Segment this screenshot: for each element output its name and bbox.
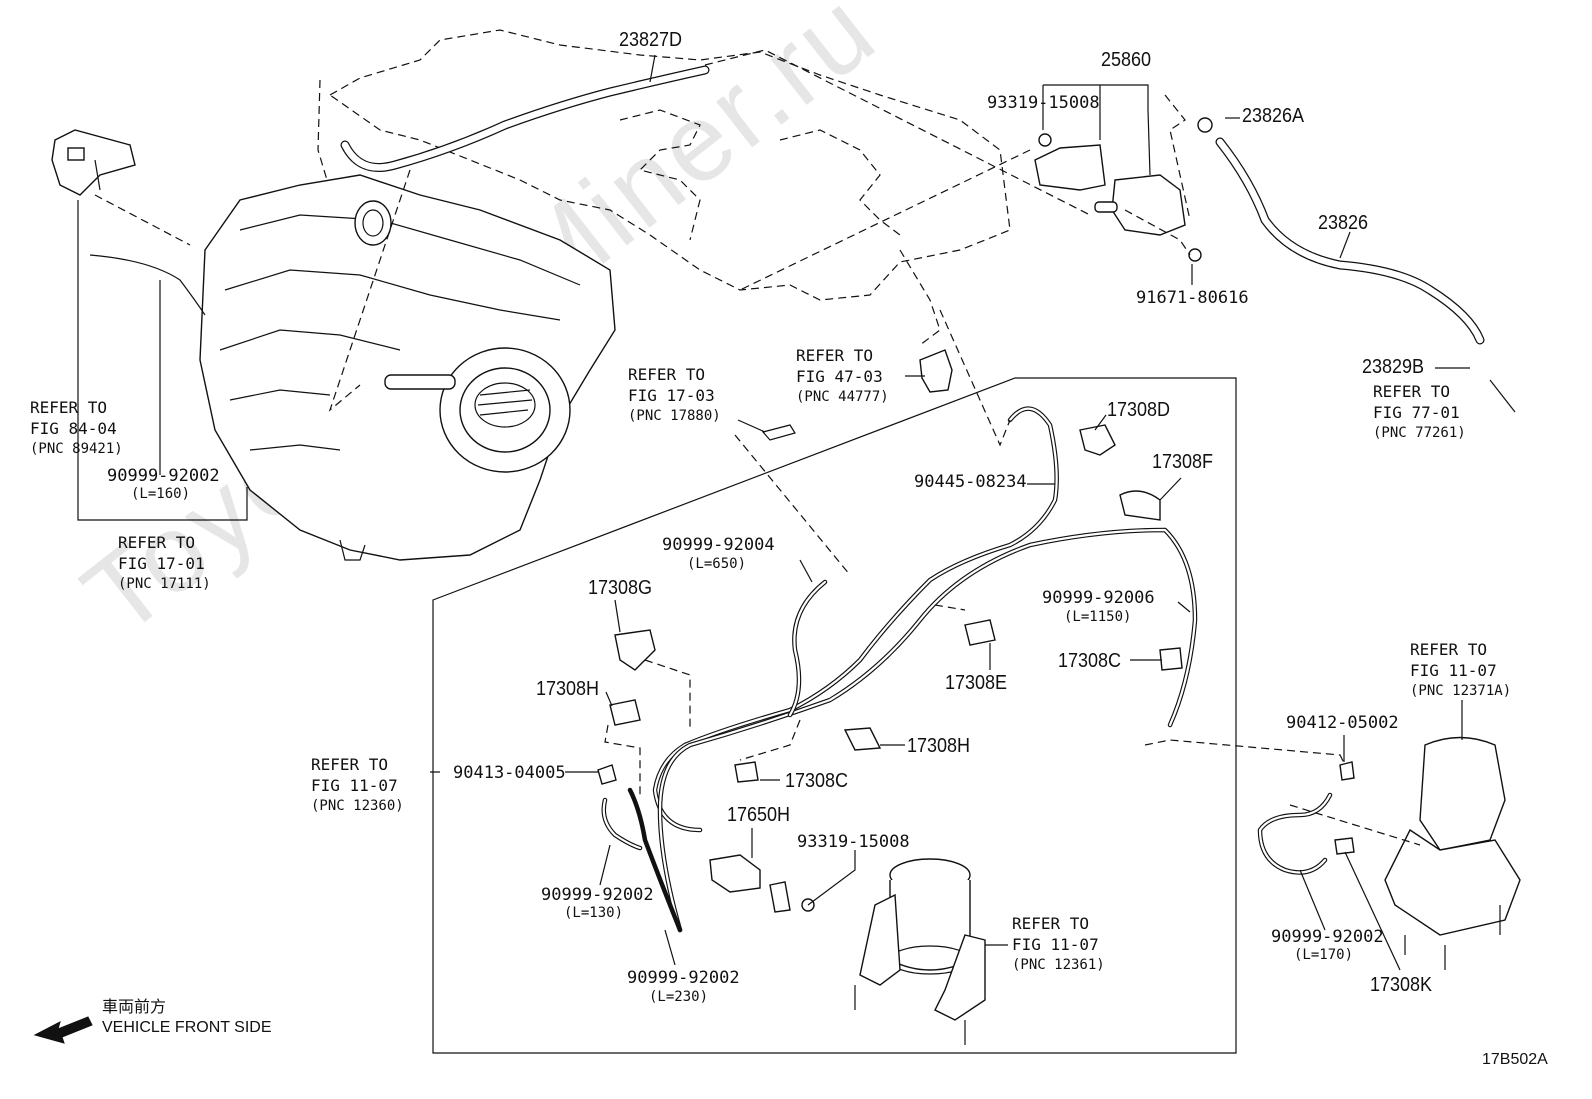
legend-jp: 車両前方 <box>102 999 167 1016</box>
reference-fig-17-01: REFER TO FIG 17-01 (PNC 17111) <box>118 533 211 593</box>
label-90999-92006-length: (L=1150) <box>1064 609 1132 625</box>
hose-23827D <box>340 65 710 172</box>
hose-23826 <box>1215 137 1485 345</box>
label-90413-04005: 90413-04005 <box>453 763 566 783</box>
bolt-17880 <box>761 424 796 441</box>
label-93319-15008-bottom: 93319-15008 <box>797 832 910 852</box>
leader-lines <box>77 54 1516 971</box>
label-17308C-mid: 17308C <box>785 770 849 792</box>
reference-pnc: (PNC 89421) <box>30 440 123 457</box>
valve-17650H <box>709 854 815 913</box>
label-25860: 25860 <box>1101 49 1152 71</box>
label-23829B: 23829B <box>1362 356 1425 378</box>
label-17308E: 17308E <box>945 672 1008 694</box>
vsv-25860 <box>1034 117 1213 262</box>
reference-line2: FIG 17-01 <box>118 553 205 573</box>
detail-frame <box>432 377 1237 1054</box>
reference-line1: REFER TO <box>1012 914 1090 933</box>
label-90999-92002-b-length: (L=230) <box>649 989 709 1005</box>
reference-line2: FIG 11-07 <box>1410 660 1497 680</box>
reference-line2: FIG 17-03 <box>628 385 715 405</box>
vehicle-front-arrow <box>33 1016 93 1044</box>
label-23826A: 23826A <box>1242 105 1305 127</box>
reference-line2: FIG 77-01 <box>1373 402 1460 422</box>
reference-line1: REFER TO <box>30 398 108 417</box>
engine-mount-12361 <box>854 858 986 1045</box>
reference-pnc: (PNC 12361) <box>1012 956 1105 973</box>
label-90999-92004-length: (L=650) <box>687 556 747 572</box>
label-90999-92006: 90999-92006 <box>1042 588 1155 608</box>
label-90999-92002-a-length: (L=130) <box>564 905 624 921</box>
reference-line1: REFER TO <box>1410 640 1488 659</box>
reference-fig-11-07-12371A: REFER TO FIG 11-07 (PNC 12371A) <box>1410 640 1511 700</box>
reference-pnc: (PNC 17111) <box>118 575 211 592</box>
reference-line2: FIG 47-03 <box>796 366 883 386</box>
sensor-44777 <box>919 349 953 393</box>
reference-line2: FIG 84-04 <box>30 418 117 438</box>
reference-fig-84-04: REFER TO FIG 84-04 (PNC 89421) <box>30 398 123 458</box>
label-17308G: 17308G <box>588 577 653 599</box>
label-17308D: 17308D <box>1107 399 1171 421</box>
reference-fig-11-07-12360: REFER TO FIG 11-07 (PNC 12360) <box>311 755 404 815</box>
reference-fig-11-07-12361: REFER TO FIG 11-07 (PNC 12361) <box>1012 914 1105 974</box>
dashed-connection-lines <box>94 49 1421 846</box>
label-90412-05002: 90412-05002 <box>1286 713 1399 733</box>
reference-fig-47-03: REFER TO FIG 47-03 (PNC 44777) <box>796 346 889 406</box>
label-91671-80616: 91671-80616 <box>1136 288 1249 308</box>
label-90999-92002-c-length: (L=160) <box>131 486 191 502</box>
label-93319-15008-top: 93319-15008 <box>987 93 1100 113</box>
label-17650H: 17650H <box>727 804 791 826</box>
reference-pnc: (PNC 12371A) <box>1410 682 1512 699</box>
intake-manifold <box>199 174 616 561</box>
reference-pnc: (PNC 77261) <box>1373 424 1466 441</box>
label-90999-92002-b: 90999-92002 <box>627 968 740 988</box>
reference-fig-17-03: REFER TO FIG 17-03 (PNC 17880) <box>628 365 721 425</box>
label-90999-92004: 90999-92004 <box>662 535 775 555</box>
label-90999-92002-d-length: (L=170) <box>1294 947 1354 963</box>
reference-line1: REFER TO <box>311 755 389 774</box>
label-23826: 23826 <box>1318 212 1369 234</box>
reference-line1: REFER TO <box>628 365 706 384</box>
label-90999-92002-a: 90999-92002 <box>541 885 654 905</box>
label-90999-92002-c: 90999-92002 <box>107 466 220 486</box>
reference-line1: REFER TO <box>118 533 196 552</box>
reference-line1: REFER TO <box>1373 382 1451 401</box>
engine-phantom-outline <box>317 29 1011 346</box>
engine-mount-12371A <box>1384 736 1521 970</box>
label-90999-92002-d: 90999-92002 <box>1271 927 1384 947</box>
reference-line2: FIG 11-07 <box>1012 934 1099 954</box>
label-17308K: 17308K <box>1370 974 1433 996</box>
vacuum-tubes <box>601 406 1333 933</box>
reference-fig-77-01: REFER TO FIG 77-01 (PNC 77261) <box>1373 382 1466 442</box>
label-90445-08234: 90445-08234 <box>914 472 1027 492</box>
reference-pnc: (PNC 44777) <box>796 388 889 405</box>
reference-pnc: (PNC 17880) <box>628 407 721 424</box>
label-23827D: 23827D <box>619 29 683 51</box>
reference-pnc: (PNC 12360) <box>311 797 404 814</box>
label-17308C-right: 17308C <box>1058 650 1122 672</box>
reference-line2: FIG 11-07 <box>311 775 398 795</box>
reference-line1: REFER TO <box>796 346 874 365</box>
tube-90999-92002-L160 <box>89 254 206 316</box>
legend-en: VEHICLE FRONT SIDE <box>102 1019 272 1036</box>
sensor-89421 <box>51 129 136 196</box>
label-17308H-mid: 17308H <box>907 735 971 757</box>
label-17308H-left: 17308H <box>536 678 600 700</box>
diagram-code: 17B502A <box>1482 1051 1548 1068</box>
label-17308F: 17308F <box>1152 451 1214 473</box>
